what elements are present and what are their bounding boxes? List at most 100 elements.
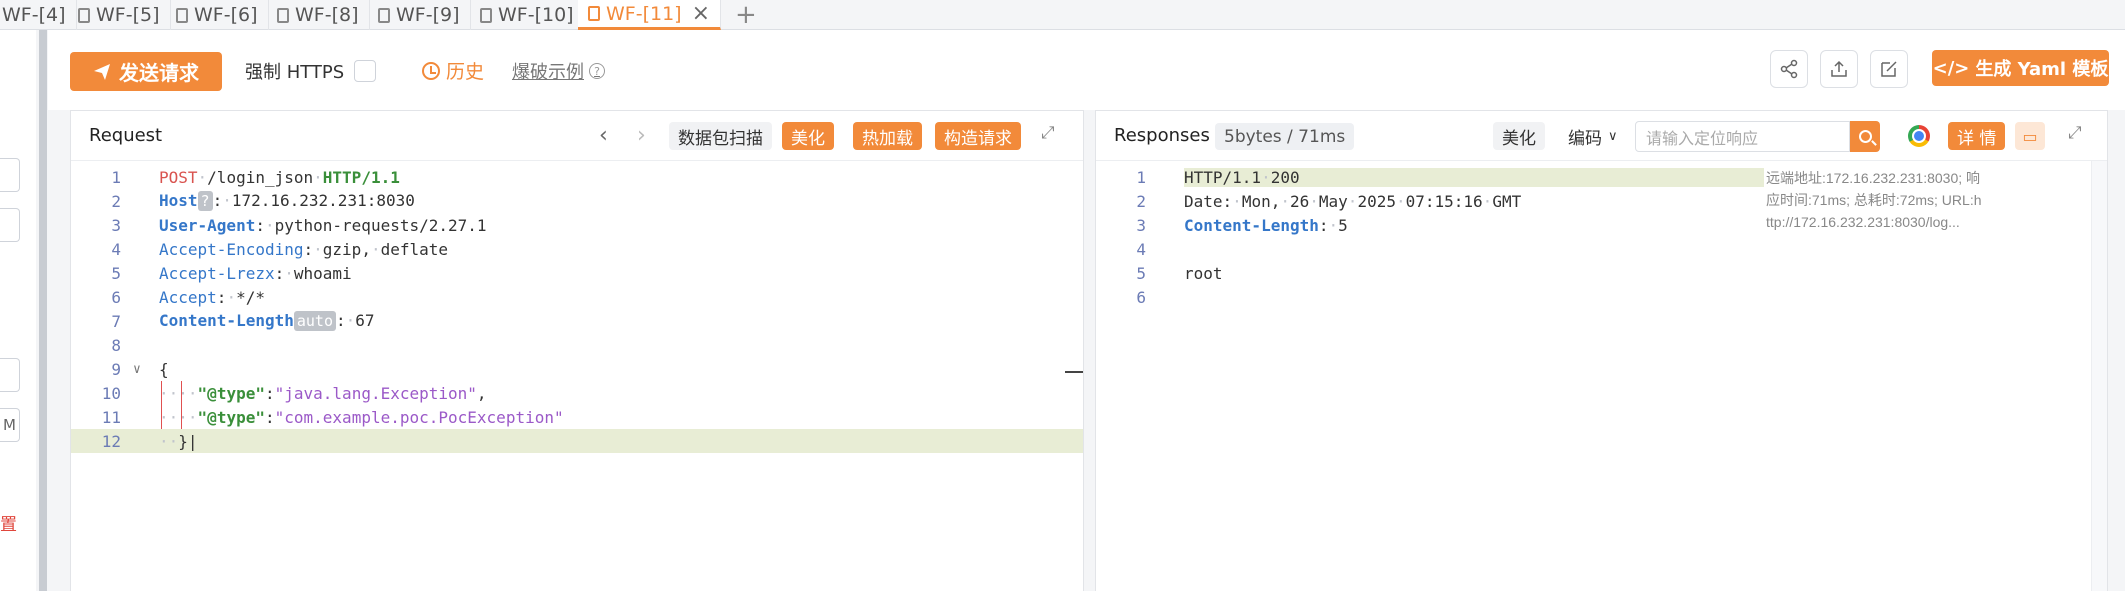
code-line: 4 Accept-Encoding:·gzip,·deflate: [71, 237, 1083, 261]
build-request-button[interactable]: 构造请求: [935, 122, 1021, 150]
generate-yaml-button[interactable]: </> 生成 Yaml 模板: [1932, 50, 2109, 86]
json-value: "java.lang.Exception": [274, 383, 477, 403]
fold-chevron-icon[interactable]: ∨: [133, 361, 141, 377]
expand-icon[interactable]: ⤢: [1041, 123, 1055, 143]
header-key: Accept: [159, 287, 217, 307]
url-text: ttp://172.16.232.231:8030/log...: [1766, 214, 1960, 230]
tab-bar: WF-[4] WF-[5] WF-[6] WF-[8] WF-[9] WF-[1…: [0, 0, 2125, 30]
line-number: 11: [101, 407, 121, 427]
code-line: 5 Accept-Lrezx:·whoami: [71, 261, 1083, 285]
indent-guide: [161, 381, 162, 429]
burst-example-link[interactable]: 爆破示例 ?: [512, 58, 605, 84]
line-number: 4: [111, 239, 121, 259]
response-title: Responses: [1114, 125, 1210, 146]
document-icon: [78, 7, 90, 23]
tab-wf-9[interactable]: WF-[9]: [368, 0, 471, 30]
tab-label: WF-[8]: [295, 4, 359, 26]
code-line: 1 HTTP/1.1·200: [1096, 165, 2107, 189]
encoding-label: 编码: [1568, 128, 1602, 149]
document-icon: [588, 6, 600, 21]
response-search-button[interactable]: [1850, 121, 1880, 152]
code-line: 11 ····"@type":"com.example.poc.PocExcep…: [71, 405, 1083, 429]
json-key: "@type": [197, 407, 265, 427]
line-number: 2: [111, 191, 121, 211]
json-value: "com.example.poc.PocException": [274, 407, 564, 427]
header-value: May: [1318, 191, 1348, 211]
tab-label: WF-[6]: [194, 4, 258, 26]
header-key: Content-Length: [159, 311, 294, 330]
sidebar-red-text[interactable]: 置: [0, 515, 17, 535]
code-line: 1 POST·/login_json·HTTP/1.1: [71, 165, 1083, 189]
code-line: 6: [1096, 285, 2107, 309]
send-request-button[interactable]: 发送请求: [70, 52, 222, 91]
document-icon: [277, 7, 289, 23]
sidebar-field[interactable]: [0, 158, 20, 192]
line-number: 12: [101, 431, 121, 451]
header-value: python-requests/2.27.1: [274, 215, 487, 235]
header-value: 5: [1338, 215, 1348, 235]
auto-badge[interactable]: auto: [293, 311, 336, 331]
response-beautify-button[interactable]: 美化: [1493, 122, 1545, 150]
document-icon: [378, 7, 390, 23]
response-size-badge: 5bytes / 71ms: [1215, 123, 1355, 150]
code-line: 6 Accept:·*/*: [71, 285, 1083, 309]
header-value: 26: [1289, 191, 1310, 211]
code-line: 8: [71, 333, 1083, 357]
response-scrollbar[interactable]: [2091, 161, 2107, 591]
header-key: Content-Length: [1184, 215, 1319, 235]
help-icon[interactable]: ?: [589, 63, 605, 79]
line-number: 1: [1136, 167, 1146, 187]
chrome-icon[interactable]: [1908, 125, 1930, 147]
response-search-input[interactable]: 请输入定位响应: [1635, 121, 1850, 152]
line-number: 10: [101, 383, 121, 403]
sidebar-field[interactable]: [0, 208, 20, 242]
history-button[interactable]: 历史: [422, 57, 484, 84]
header-value: gzip,: [322, 239, 371, 259]
sidebar-field[interactable]: [0, 358, 20, 392]
code-line-active: 12 ··}|: [71, 429, 1083, 453]
add-tab-icon[interactable]: +: [735, 0, 757, 30]
export-button[interactable]: [1820, 50, 1858, 88]
edit-icon: [1881, 61, 1897, 77]
tab-wf-8[interactable]: WF-[8]: [267, 0, 370, 30]
share-button[interactable]: [1770, 50, 1808, 88]
sidebar-splitter[interactable]: [39, 30, 47, 591]
header-value: 172.16.232.231:8030: [231, 191, 415, 210]
expand-icon[interactable]: ⤢: [2068, 123, 2082, 143]
http-protocol: HTTP/1.1: [1184, 167, 1262, 187]
tab-label: WF-[11]: [606, 2, 682, 25]
tab-wf-11[interactable]: WF-[11] ×: [578, 0, 722, 30]
request-editor[interactable]: 1 POST·/login_json·HTTP/1.1 2 Host?:·172…: [71, 161, 1083, 591]
force-https-toggle[interactable]: 强制 HTTPS: [245, 58, 377, 84]
encoding-dropdown[interactable]: 编码 ∨: [1559, 122, 1627, 150]
close-tab-icon[interactable]: ×: [691, 1, 711, 26]
host-help-badge[interactable]: ?: [197, 191, 213, 211]
document-icon: [176, 7, 188, 23]
header-value: */*: [236, 287, 265, 307]
http-method: POST: [159, 167, 198, 187]
comment-icon[interactable]: ▭: [2015, 122, 2045, 150]
tab-wf-5[interactable]: WF-[5]: [68, 0, 171, 30]
prev-arrow-icon[interactable]: ‹: [599, 123, 608, 148]
request-path: /login_json: [207, 167, 314, 187]
response-header: Responses 5bytes / 71ms 美化 编码 ∨ 请输入定位响应 …: [1096, 111, 2107, 161]
next-arrow-icon[interactable]: ›: [637, 123, 646, 148]
line-number: 5: [1136, 263, 1146, 283]
http-protocol: HTTP/1.1: [322, 167, 400, 187]
line-number: 8: [111, 335, 121, 355]
packet-scan-button[interactable]: 数据包扫描: [669, 122, 772, 150]
burst-example-label: 爆破示例: [512, 62, 584, 83]
beautify-button[interactable]: 美化: [782, 122, 834, 150]
tab-wf-4[interactable]: WF-[4]: [0, 0, 77, 30]
tab-wf-10[interactable]: WF-[10]: [470, 0, 585, 30]
line-number: 1: [111, 167, 121, 187]
detail-button[interactable]: 详 情: [1948, 122, 2006, 150]
force-https-checkbox[interactable]: [354, 60, 377, 82]
line-number: 6: [111, 287, 121, 307]
sidebar-field[interactable]: M: [0, 408, 20, 442]
hot-reload-button[interactable]: 热加载: [853, 122, 922, 150]
tab-wf-6[interactable]: WF-[6]: [166, 0, 269, 30]
response-editor[interactable]: 1 HTTP/1.1·200 2 Date:·Mon,·26·May·2025·…: [1096, 161, 2107, 591]
edit-button[interactable]: [1870, 50, 1908, 88]
code-line: 5 root: [1096, 261, 2107, 285]
